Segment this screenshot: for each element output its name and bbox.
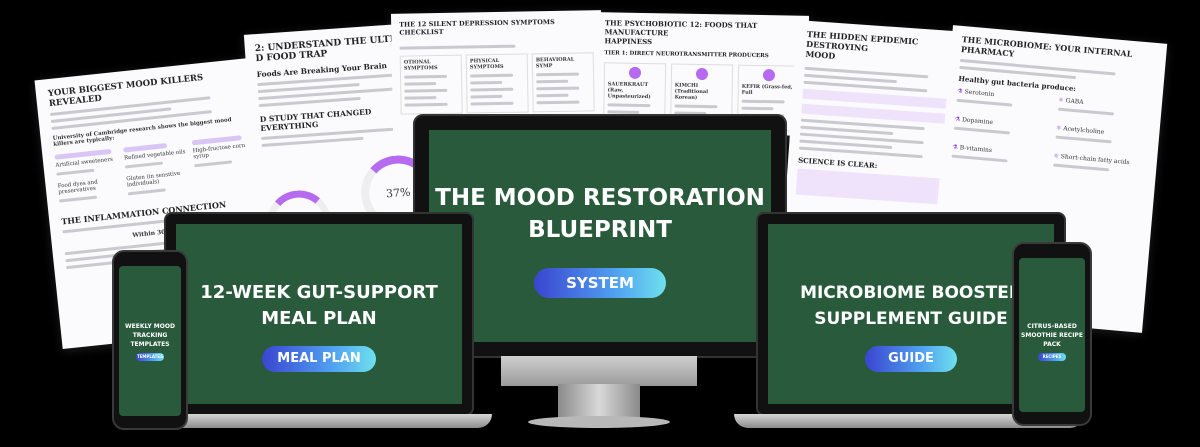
checklist-col: OTIONAL SYMPTOMS (403, 59, 438, 72)
monitor-screen: THE MOOD RESTORATION BLUEPRINT SYSTEM (429, 130, 771, 342)
main-monitor: THE MOOD RESTORATION BLUEPRINT SYSTEM (413, 114, 787, 432)
doc-title: THE MICROBIOME: YOUR INTERNAL PHARMACY (960, 34, 1133, 59)
compound-name: Dopamine (961, 116, 994, 127)
donut-value: 37% (385, 185, 411, 200)
templates-badge: TEMPLATES (136, 353, 164, 361)
product-title-2: BLUEPRINT (528, 217, 672, 243)
food-name: SAUERKRAUT (Raw, Unpasteurized) (607, 81, 651, 101)
doc-title: THE 12 SILENT DEPRESSION SYMPTOMS CHECKL… (399, 17, 555, 37)
product-title: WEEKLY MOOD TRACKING (125, 323, 175, 339)
food-name: KEFIR (Grass-fed, Full (741, 83, 793, 96)
compound-name: B-vitamins (959, 144, 993, 155)
right-phone: CITRUS-BASED SMOOTHIE RECIPE PACK RECIPE… (1012, 242, 1092, 426)
doc-item: Food dyes and preservatives (57, 179, 99, 196)
doc-item: Gluten (in sensitive individuals) (126, 170, 181, 189)
product-title-2: SMOOTHIE RECIPE PACK (1021, 332, 1083, 348)
right-laptop: MICROBIOME BOOSTER SUPPLEMENT GUIDE GUID… (734, 212, 1084, 440)
product-title: 12-WEEK GUT-SUPPORT (200, 282, 438, 303)
product-title: MICROBIOME BOOSTER (800, 283, 1022, 303)
laptop-screen: 12-WEEK GUT-SUPPORT MEAL PLAN MEAL PLAN (176, 224, 462, 404)
checklist-col: PHYSICAL SYMPTOMS (469, 57, 504, 71)
checklist-col: BEHAVIORAL SYMP (535, 56, 575, 70)
food-name: KIMCHI (Traditional Korean) (674, 82, 709, 101)
laptop-screen: MICROBIOME BOOSTER SUPPLEMENT GUIDE GUID… (768, 224, 1054, 404)
phone-screen: CITRUS-BASED SMOOTHIE RECIPE PACK RECIPE… (1019, 258, 1085, 412)
compound-name: GABA (1065, 97, 1084, 106)
left-laptop: 12-WEEK GUT-SUPPORT MEAL PLAN MEAL PLAN (142, 212, 492, 440)
compound-name: Acetylcholine (1062, 125, 1105, 136)
compound-name: Serotonin (964, 88, 995, 99)
laptop-base (734, 414, 1084, 428)
meal-plan-badge: MEAL PLAN (262, 346, 376, 372)
laptop-base (142, 414, 492, 428)
doc-tier: TIER 1: DIRECT NEUROTRANSMITTER PRODUCER… (604, 50, 769, 60)
product-title-2: MEAL PLAN (261, 308, 377, 329)
monitor-stand (501, 356, 697, 386)
left-phone: WEEKLY MOOD TRACKING TEMPLATES TEMPLATES (112, 250, 188, 430)
monitor-stand-neck (558, 384, 640, 420)
guide-badge: GUIDE (865, 346, 957, 372)
product-title-2: TEMPLATES (130, 341, 170, 348)
product-title: CITRUS-BASED (1027, 323, 1077, 330)
monitor-base (528, 416, 670, 428)
recipes-badge: RECIPES (1038, 353, 1066, 361)
product-title-2: SUPPLEMENT GUIDE (814, 309, 1008, 329)
phone-screen: WEEKLY MOOD TRACKING TEMPLATES TEMPLATES (119, 266, 181, 416)
product-title: THE MOOD RESTORATION (435, 185, 765, 211)
system-badge: SYSTEM (534, 268, 666, 298)
doc-item: High-fructose corn syrup (192, 142, 246, 161)
